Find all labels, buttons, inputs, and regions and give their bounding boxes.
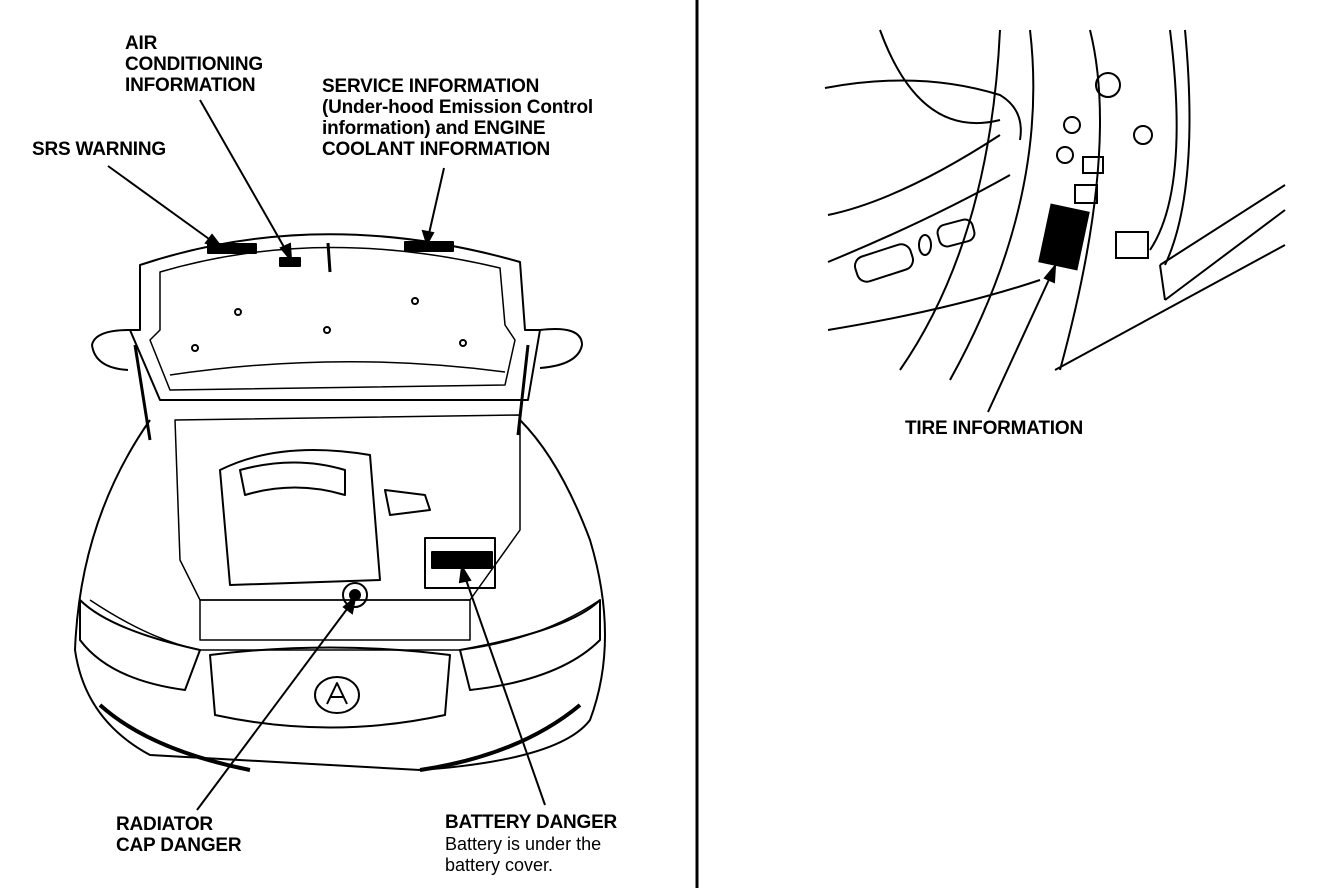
service-information-label: SERVICE INFORMATION (Under-hood Emission… <box>322 76 593 160</box>
battery-note: Battery is under the battery cover. <box>445 834 602 875</box>
battery-danger-label: BATTERY DANGER <box>445 812 618 833</box>
leader-lines <box>107 99 1057 811</box>
radiator-cap-danger-label: RADIATOR CAP DANGER <box>116 814 242 856</box>
tire-information-label: TIRE INFORMATION <box>905 418 1083 439</box>
air-conditioning-label: AIR CONDITIONING INFORMATION <box>125 33 263 96</box>
car-illustration <box>74 233 606 772</box>
door-jamb-illustration <box>824 29 1286 381</box>
srs-warning-label: SRS WARNING <box>32 139 166 160</box>
